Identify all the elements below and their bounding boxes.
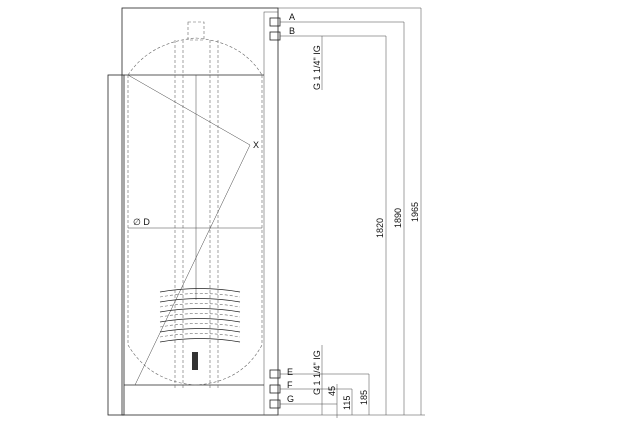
thread-top: G 1 1/4" IG bbox=[312, 45, 322, 90]
dim-185: 185 bbox=[359, 390, 369, 405]
label-b: B bbox=[289, 26, 295, 36]
tank-inner-vessel bbox=[127, 21, 263, 390]
heat-exchanger-coil bbox=[159, 288, 241, 370]
label-diameter: ∅ D bbox=[133, 217, 150, 227]
dim-115: 115 bbox=[342, 396, 352, 410]
label-a: A bbox=[289, 12, 295, 22]
dimension-lines bbox=[278, 7, 425, 418]
dim-1965: 1965 bbox=[410, 202, 420, 222]
label-e: E bbox=[287, 367, 293, 377]
dim-1890: 1890 bbox=[393, 208, 403, 228]
pipe-connections bbox=[269, 17, 404, 409]
dim-1820: 1820 bbox=[375, 218, 385, 238]
label-g: G bbox=[287, 394, 294, 404]
thread-bottom: G 1 1/4" IG bbox=[312, 350, 322, 395]
dim-45: 45 bbox=[327, 386, 337, 396]
label-x: X bbox=[253, 140, 259, 150]
label-f: F bbox=[287, 380, 293, 390]
